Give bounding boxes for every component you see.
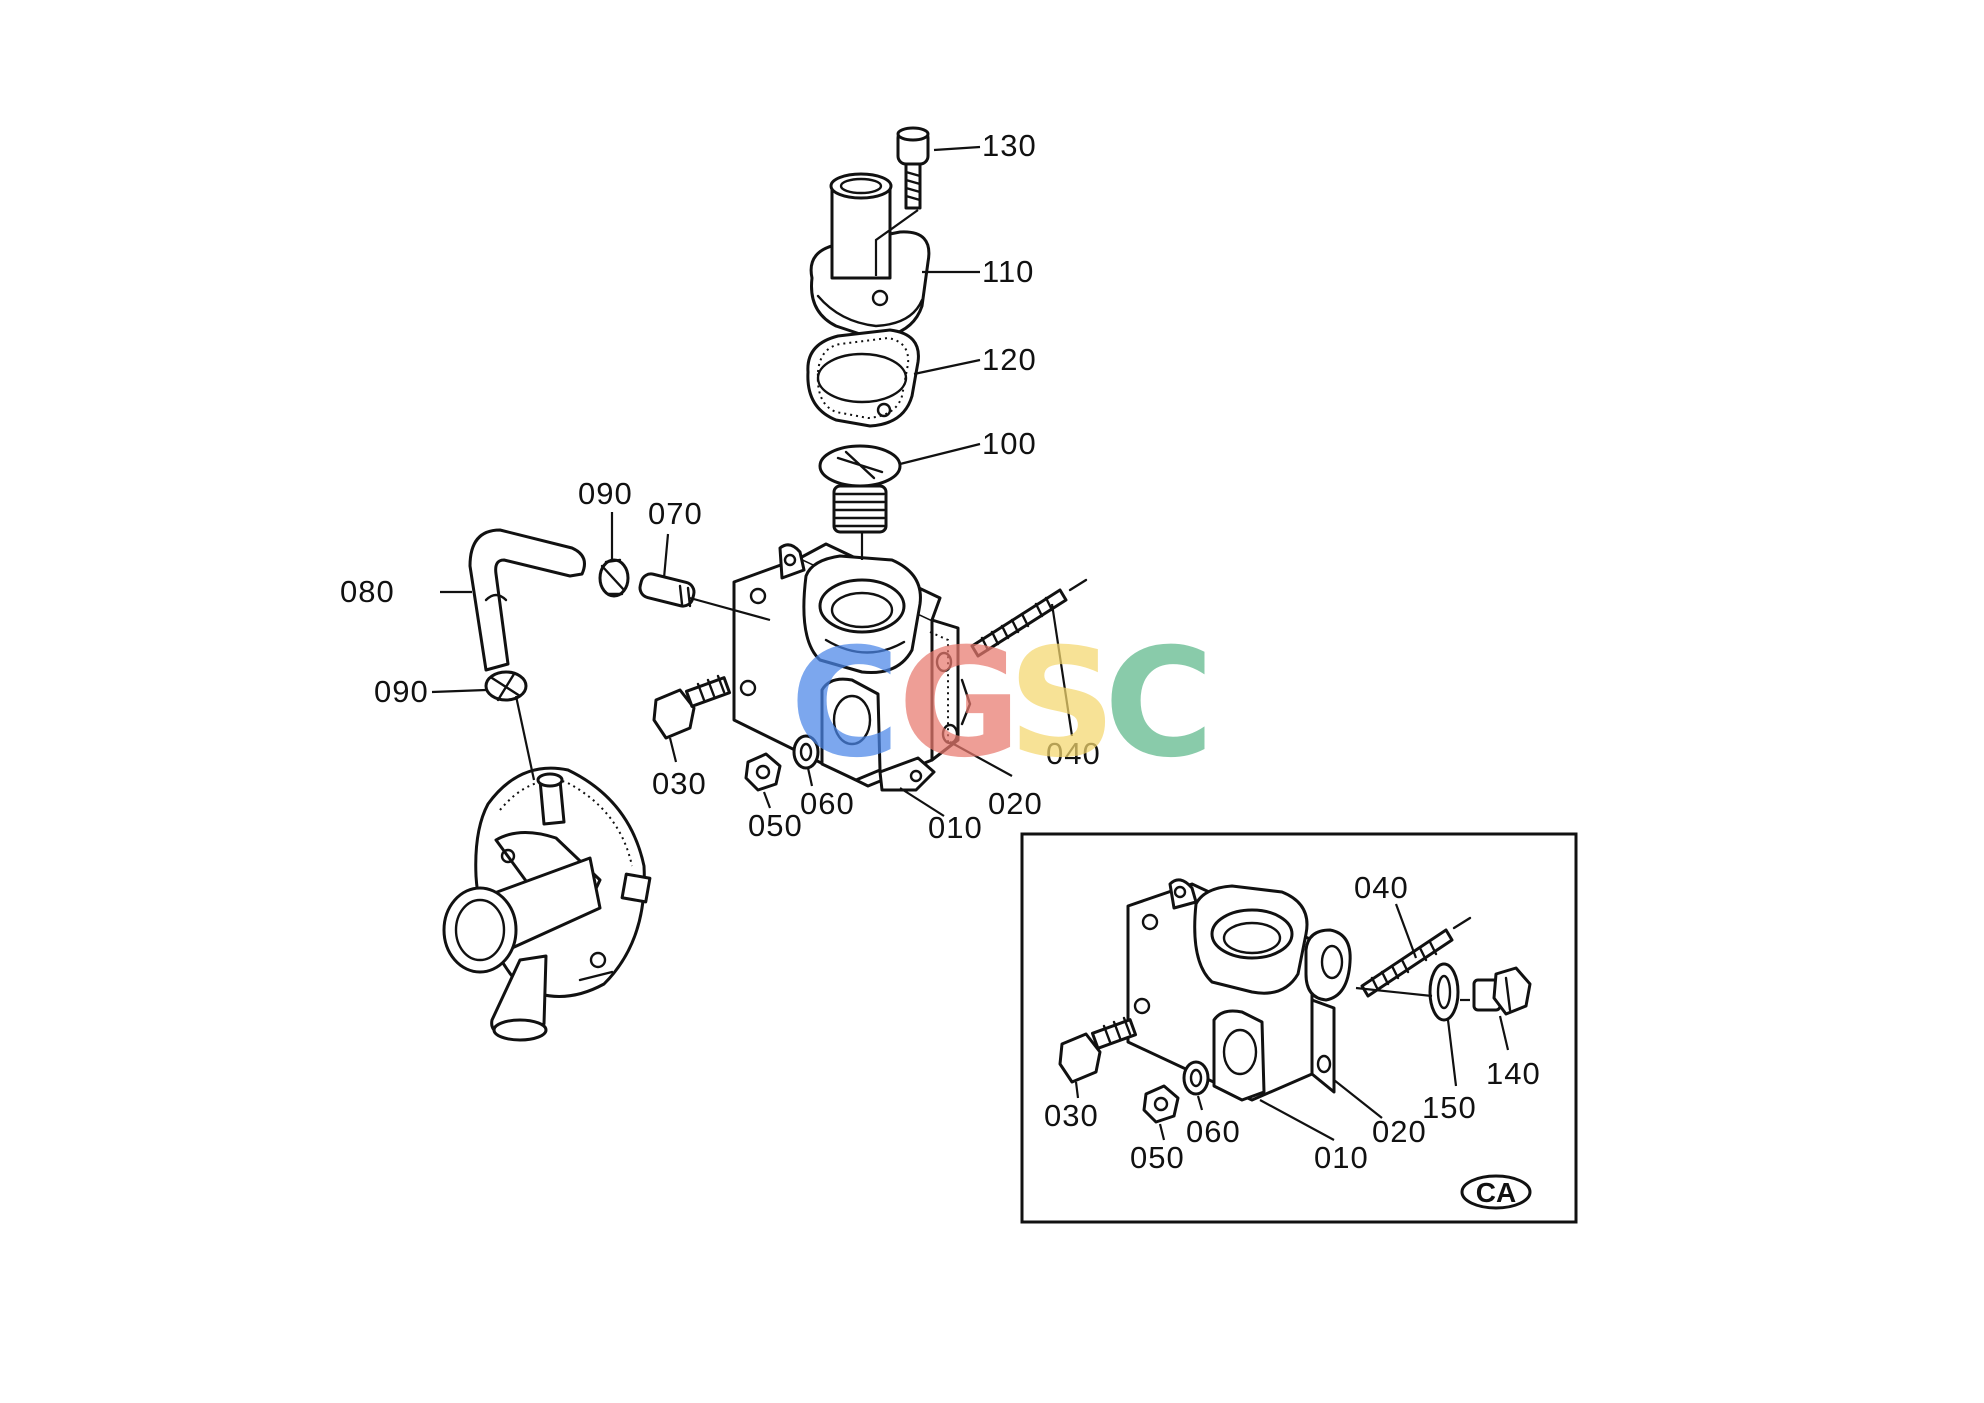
inset-stud-040 (1360, 916, 1472, 998)
leader-lines-main (431, 145, 1074, 817)
bolt-130 (896, 126, 930, 210)
gasket-120 (806, 328, 920, 428)
callout-090-lower: 090 (374, 674, 429, 709)
thermostat-cover-110 (809, 172, 931, 340)
inset-callout-050: 050 (1130, 1140, 1185, 1175)
watermark-letter-s: S (1008, 617, 1116, 791)
clip-090-lower (484, 670, 528, 702)
callout-040: 040 (1046, 736, 1101, 771)
thermostat-100 (818, 444, 902, 534)
inset-plug-140 (1472, 966, 1532, 1016)
inset-badge: CA (1460, 1174, 1532, 1210)
pipe-070 (638, 572, 696, 608)
callouts-inset: 040 140 150 020 030 060 050 010 (1044, 870, 1541, 1175)
watermark-letter-c1: C (790, 617, 900, 791)
callout-090-upper: 090 (578, 476, 633, 511)
inset-callout-140: 140 (1486, 1056, 1541, 1091)
callout-070: 070 (648, 496, 703, 531)
watermark-letter-c2: C (1104, 617, 1214, 791)
watermark-cgsc: C G S C (790, 617, 1214, 791)
callout-130: 130 (982, 128, 1037, 163)
watermark-letter-g: G (898, 617, 1021, 791)
callout-080: 080 (340, 574, 395, 609)
inset-callout-150: 150 (1422, 1090, 1477, 1125)
inset-nut-050 (1142, 1084, 1180, 1124)
bolt-030 (652, 674, 732, 740)
callouts-main: 130 110 120 100 090 070 080 090 030 040 … (340, 128, 1101, 845)
inset-callout-030: 030 (1044, 1098, 1099, 1133)
callout-060: 060 (800, 786, 855, 821)
inset-ca: 040 140 150 020 030 060 050 010 CA (1020, 832, 1578, 1224)
inset-callout-020: 020 (1372, 1114, 1427, 1149)
stud-040 (970, 578, 1088, 658)
callout-110: 110 (982, 254, 1034, 289)
hose-080 (468, 528, 586, 672)
callout-010: 010 (928, 810, 983, 845)
water-pump (442, 766, 652, 1042)
thermostat-housing-010 (732, 542, 972, 792)
inset-badge-label: CA (1476, 1177, 1516, 1208)
callout-020: 020 (988, 786, 1043, 821)
inset-callout-010: 010 (1314, 1140, 1369, 1175)
inset-callout-060: 060 (1186, 1114, 1241, 1149)
inset-housing-010 (1126, 878, 1352, 1102)
callout-050: 050 (748, 808, 803, 843)
leader-lines-inset (1074, 903, 1510, 1141)
inset-washer-150 (1428, 962, 1460, 1022)
clip-090-upper (598, 558, 630, 598)
nut-050 (744, 752, 782, 792)
callout-100: 100 (982, 426, 1037, 461)
callout-120: 120 (982, 342, 1037, 377)
inset-washer-060 (1182, 1060, 1210, 1096)
callout-030: 030 (652, 766, 707, 801)
inset-bolt-030 (1058, 1016, 1138, 1084)
inset-callout-040: 040 (1354, 870, 1409, 905)
washer-060 (792, 734, 820, 770)
